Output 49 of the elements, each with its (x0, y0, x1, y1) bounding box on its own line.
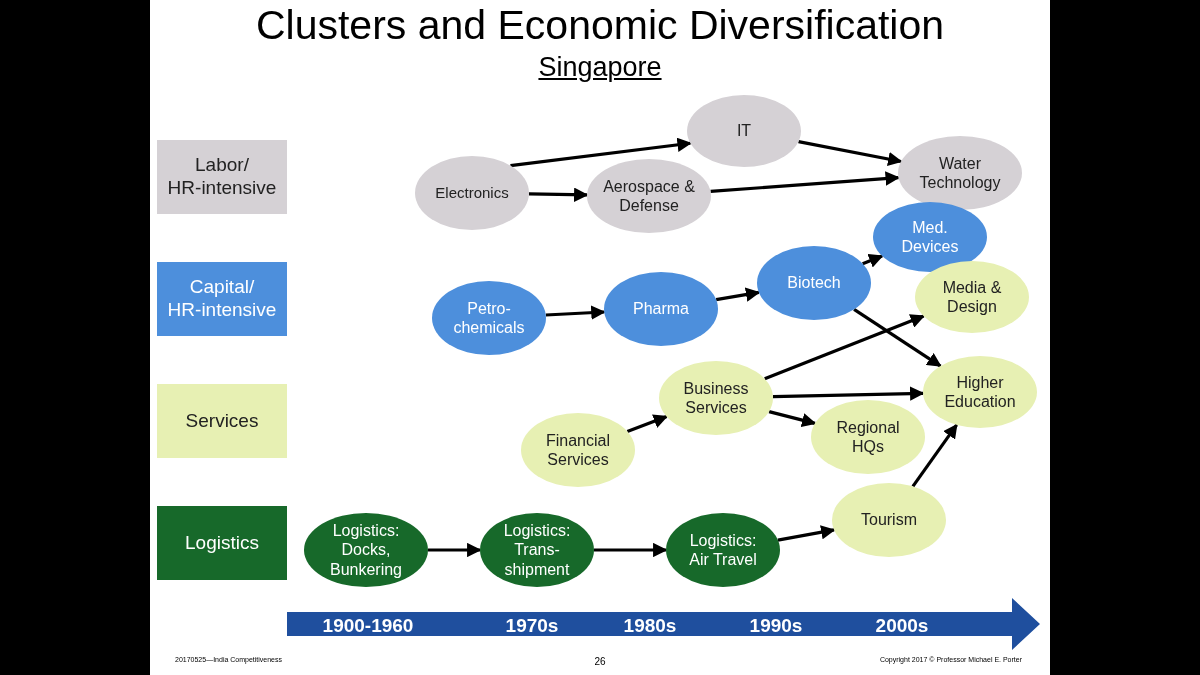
node-label: Med. Devices (900, 217, 960, 257)
arrow (594, 542, 668, 558)
arrow (428, 542, 482, 558)
node-label: Regional HQs (835, 417, 901, 457)
arrow (545, 305, 606, 320)
decade-label: 2000s (875, 615, 929, 637)
decade-label: 1900-1960 (322, 615, 414, 637)
arrow (768, 410, 817, 428)
category-box (157, 384, 287, 458)
node-label: Capital/ HR-intensive (167, 276, 277, 322)
footer-text: 26 (594, 656, 606, 667)
node-label: Electronics (435, 184, 509, 202)
node-label: Business Services (682, 378, 750, 418)
arrow (710, 171, 900, 194)
subtitle: Singapore (538, 52, 662, 83)
arrow (715, 287, 761, 302)
category-box (157, 262, 287, 336)
node-label: IT (736, 121, 752, 141)
node-label: Higher Education (943, 372, 1017, 412)
arrow (798, 140, 903, 167)
arrow (764, 314, 925, 381)
arrow (772, 386, 925, 401)
node-label: Petro-chemicals (452, 298, 526, 338)
arrow (853, 307, 942, 368)
node-label: Logistics (185, 531, 259, 555)
arrow (528, 187, 589, 202)
arrow (911, 423, 958, 488)
node-label: Aerospace & Defense (603, 176, 695, 216)
node-label: Pharma (633, 299, 689, 319)
arrow (862, 254, 884, 268)
arrow (626, 414, 669, 433)
node-label: Logistics: Air Travel (688, 530, 758, 570)
decade-label: 1980s (623, 615, 677, 637)
node-label: Services (185, 409, 259, 433)
decade-label: 1990s (749, 615, 803, 637)
node-label: Water Technology (918, 153, 1002, 193)
node-label: Labor/ HR-intensive (167, 154, 277, 200)
node-label: Media & Design (941, 277, 1003, 317)
slide-title: Clusters and Economic Diversification (255, 2, 945, 49)
node-label: Financial Services (545, 430, 611, 470)
node-label: Biotech (787, 273, 841, 293)
decade-label: 1970s (505, 615, 559, 637)
node-label: Logistics: Trans-shipment (502, 521, 572, 579)
category-box (157, 140, 287, 214)
node-label: Tourism (861, 510, 917, 530)
arrow (777, 525, 836, 542)
arrow (510, 137, 692, 168)
node-label: Logistics: Docks, Bunkering (328, 521, 403, 579)
category-box (157, 506, 287, 580)
